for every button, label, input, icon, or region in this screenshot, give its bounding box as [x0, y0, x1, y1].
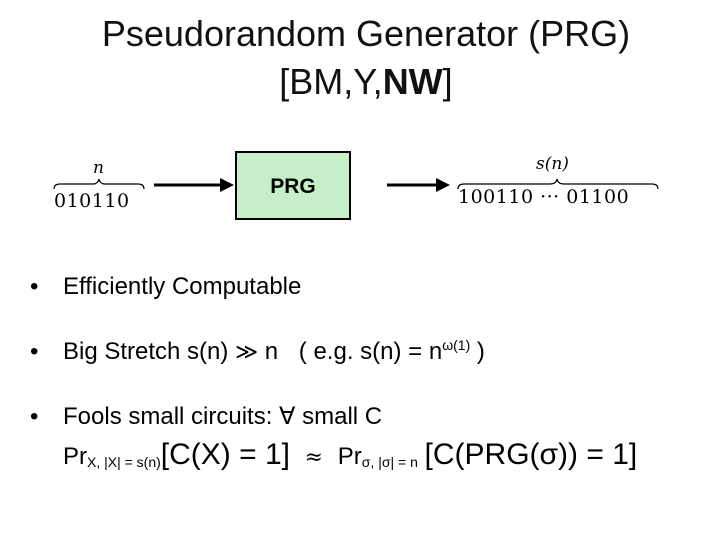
input-bitstring: 010110 — [54, 190, 130, 212]
prob-left-pr: Pr — [63, 443, 87, 470]
stretch-example-exponent: ω(1) — [442, 337, 471, 353]
stretch-example-close: ) — [476, 338, 485, 365]
much-greater-symbol: ≫ — [235, 340, 259, 365]
input-arrow-head — [220, 178, 234, 192]
slide-title-line1: Pseudorandom Generator (PRG) — [101, 13, 631, 54]
bullet-dot: • — [30, 273, 39, 300]
prob-left-subscript: X, |X| = s(n) — [87, 454, 161, 470]
probability-formula: PrX, |X| = s(n)[C(X) = 1] ≈ Prσ, |σ| = n… — [63, 440, 637, 473]
bullet-text: Efficiently Computable — [63, 273, 302, 300]
stretch-n: n — [264, 338, 279, 365]
prob-right-expr: [C(PRG(σ)) = 1] — [424, 438, 638, 471]
prob-right-subscript: σ, |σ| = n — [361, 454, 418, 470]
slide-title-line2: [BM,Y,NW] — [6, 60, 720, 104]
stretch-main: Big Stretch s(n) — [63, 338, 229, 365]
bullet-dot: • — [30, 403, 39, 430]
output-arrow-head — [436, 178, 450, 192]
output-length-label: s(n) — [536, 154, 569, 174]
input-brace — [53, 178, 145, 190]
stretch-example: ( e.g. s(n) = n — [298, 338, 443, 365]
output-bitstring: 100110 ··· 01100 — [458, 186, 630, 208]
title-citation-bold: NW — [382, 61, 443, 102]
prg-box-label: PRG — [270, 175, 316, 198]
bullet-dot: • — [30, 338, 39, 365]
title-citation-end: ] — [442, 61, 453, 102]
bullet-text: Big Stretch s(n) ≫ n ( e.g. s(n) = nω(1)… — [63, 337, 485, 368]
bullet-text: Fools small circuits: ∀ small C — [63, 403, 383, 430]
prg-box: PRG — [235, 151, 351, 220]
output-brace — [457, 178, 659, 190]
prob-right-pr: Pr — [337, 443, 362, 470]
title-citation-plain: [BM,Y, — [279, 61, 383, 102]
prob-left-expr: [C(X) = 1] — [160, 438, 290, 471]
approx-symbol: ≈ — [304, 445, 324, 470]
input-length-label: n — [93, 158, 104, 178]
